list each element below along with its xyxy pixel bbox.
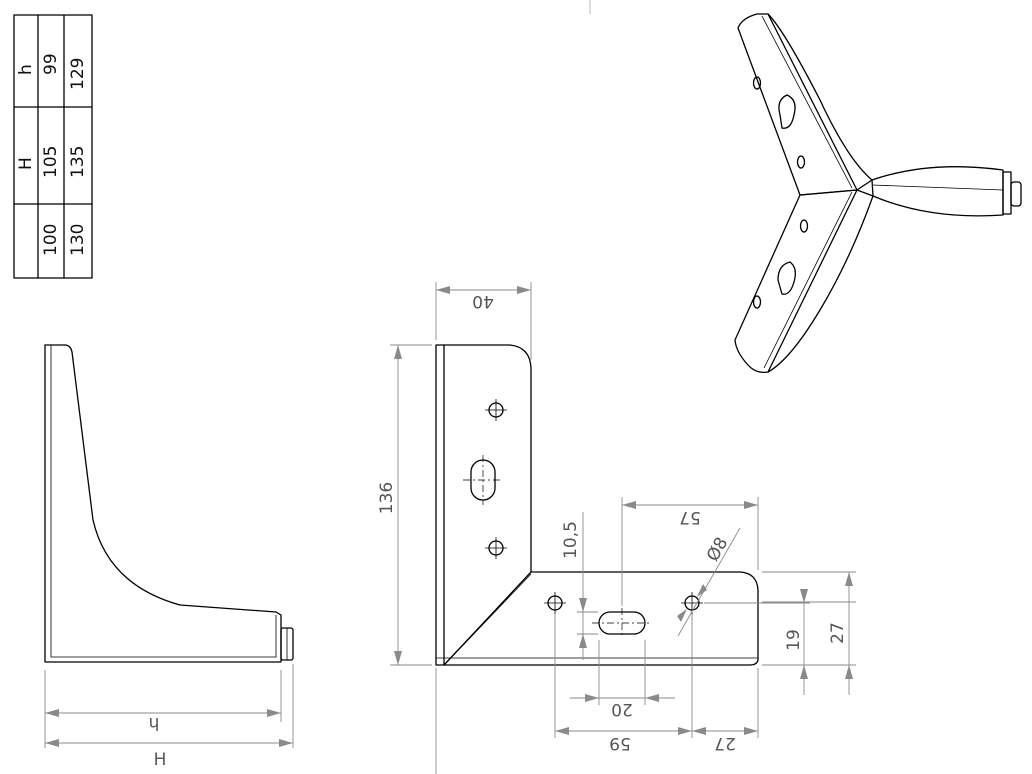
dimension-arrow (645, 694, 659, 702)
side-view-web (44, 344, 277, 613)
dimension-arrow (845, 572, 853, 586)
table-cell: 99 (41, 53, 61, 75)
dimension-arrow (394, 651, 402, 665)
bracket-diagonal-edge (446, 573, 532, 663)
dimension-label-27-horizontal: 27 (714, 733, 736, 753)
right-arm (871, 166, 1004, 217)
dimension-label-136: 136 (377, 482, 397, 514)
lower-arm-edge (763, 191, 853, 369)
right-arm-edge (871, 184, 1004, 191)
iso-hole (752, 76, 762, 90)
dimension-arrow (845, 665, 853, 679)
bracket-outline (435, 344, 759, 666)
lower-arm-gusset (767, 189, 874, 373)
iso-slot (778, 94, 796, 129)
size-table: 100 130 H 105 135 h 99 129 (13, 14, 93, 279)
dimension-arrow (579, 634, 587, 648)
isometric-view (734, 13, 1022, 373)
table-header-h: h (16, 64, 36, 75)
dimension-arrow (800, 589, 808, 603)
stud (1010, 181, 1022, 207)
dimension-arrow (436, 286, 450, 294)
dimension-arrow (585, 694, 599, 702)
iso-slot (777, 261, 796, 295)
table-cell: 129 (68, 58, 88, 90)
dimension-label-h: h (149, 713, 160, 733)
dimension-label-57: 57 (679, 507, 701, 527)
dimension-label-59: 59 (609, 733, 631, 753)
side-view-inner-line (50, 345, 277, 658)
size-table-border (13, 14, 93, 279)
dimension-arrow (677, 609, 687, 622)
table-cell: 105 (41, 146, 61, 178)
dimension-label-10-5: 10,5 (561, 521, 581, 559)
dimension-arrow (622, 501, 636, 509)
lower-arm-face (734, 189, 858, 373)
dimension-label-40: 40 (472, 291, 494, 311)
upper-arm-gusset (767, 13, 873, 191)
dimension-arrow (279, 739, 293, 747)
dimension-arrow (697, 584, 707, 597)
dimension-label-H: H (154, 750, 167, 770)
dimension-label-27-vertical: 27 (828, 622, 848, 644)
table-cell: 130 (68, 224, 88, 256)
dimension-arrow (555, 727, 569, 735)
dimension-label-19: 19 (784, 629, 804, 651)
upper-arm-edge (761, 15, 853, 189)
dimension-arrow (394, 345, 402, 359)
dimension-label-diameter: Ø8 (703, 534, 732, 565)
dimension-arrow (800, 665, 808, 679)
stud-base (1002, 171, 1012, 215)
iso-hole (799, 219, 809, 233)
table-header-H: H (16, 157, 36, 170)
dimension-arrow (267, 709, 281, 717)
dimension-arrow (678, 727, 692, 735)
dimension-arrow (744, 501, 758, 509)
iso-hole (796, 155, 806, 169)
diameter-leader (677, 527, 741, 637)
dimension-label-20: 20 (611, 699, 633, 719)
upper-arm-face (737, 13, 858, 196)
dimension-arrow (579, 598, 587, 612)
dimension-arrow (517, 286, 531, 294)
dimension-arrow (45, 709, 59, 717)
iso-hole (752, 295, 762, 309)
side-view-outline (44, 344, 282, 663)
dimension-arrow (692, 727, 706, 735)
table-cell: 135 (68, 146, 88, 178)
front-view: 40 136 57 10,5 Ø8 19 (377, 282, 856, 774)
dimension-arrow (45, 739, 59, 747)
table-cell: 100 (41, 224, 61, 256)
side-view: h H (44, 344, 294, 770)
dimension-arrow (744, 727, 758, 735)
